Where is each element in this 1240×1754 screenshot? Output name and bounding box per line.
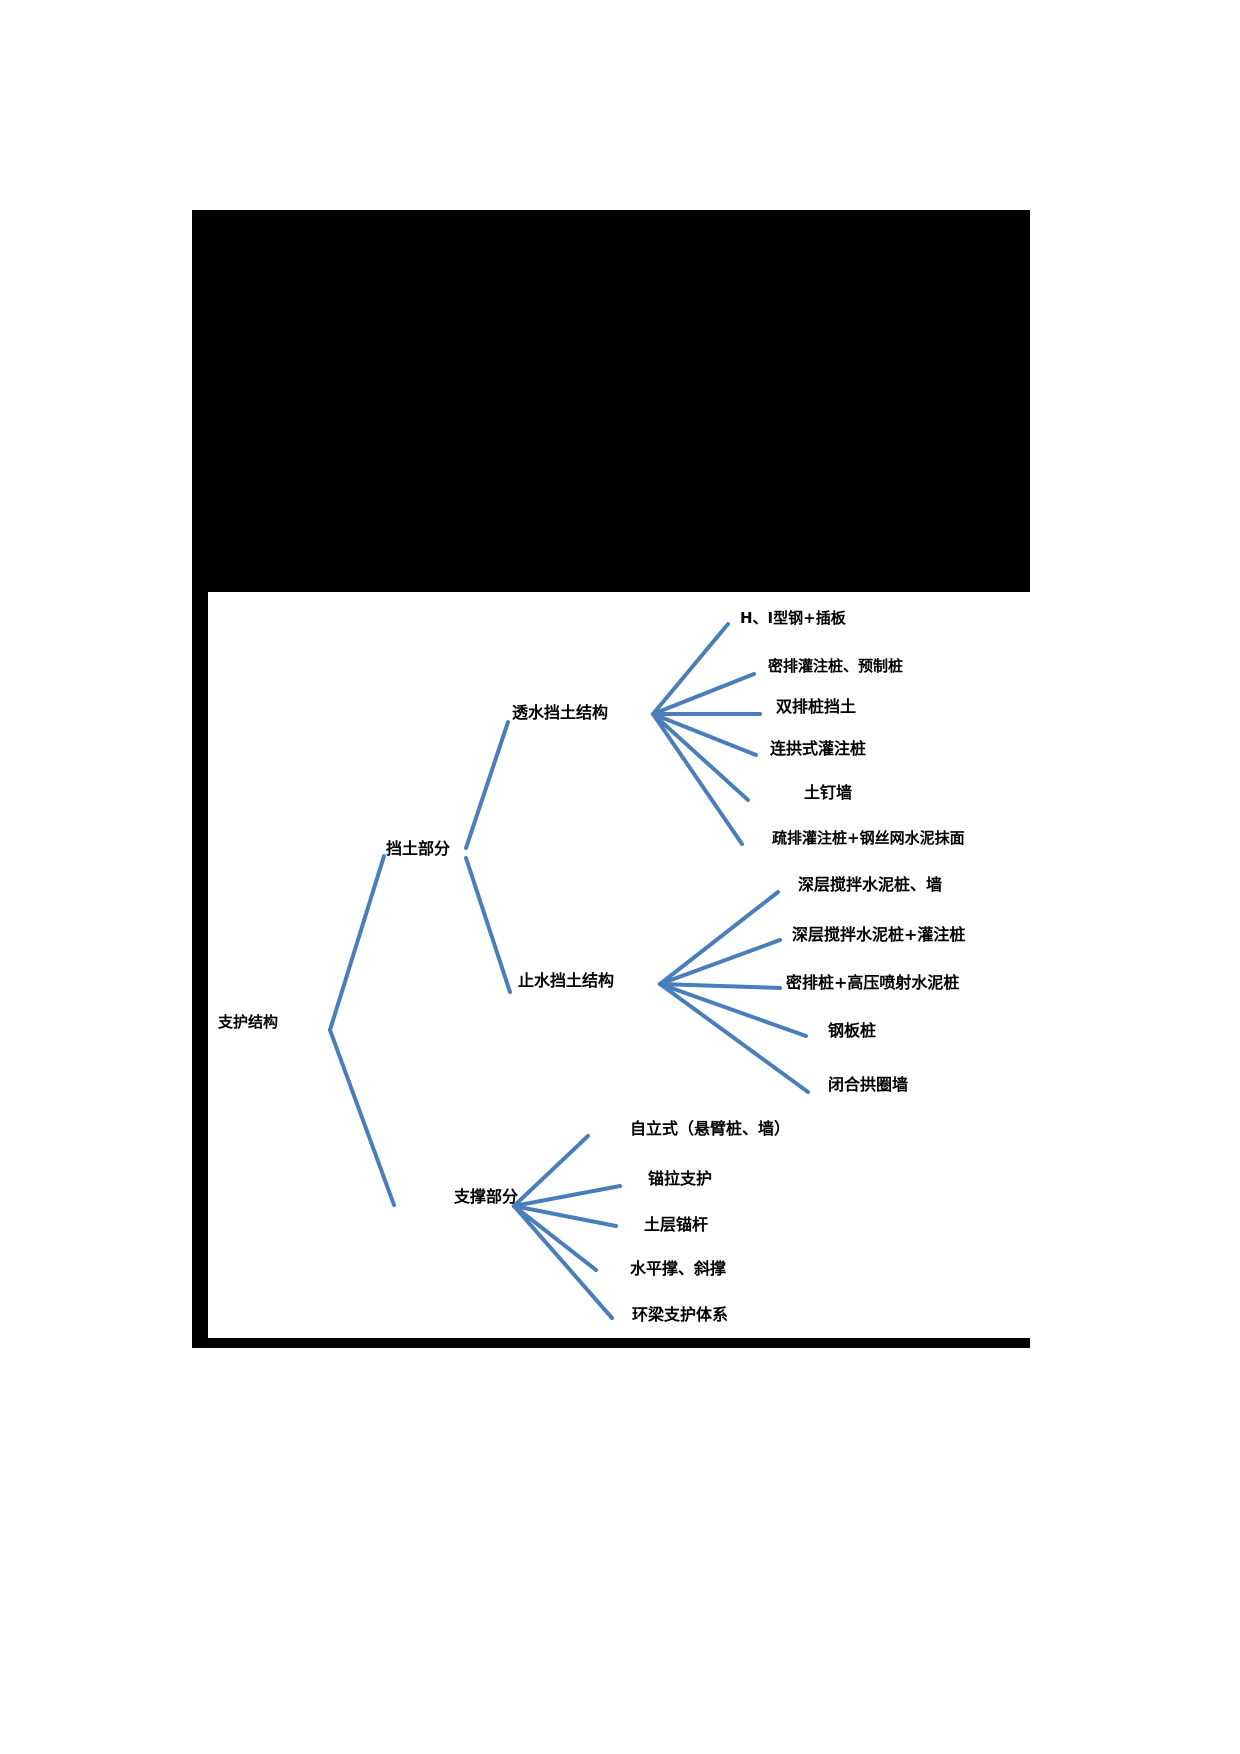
- edge-permeable-leaf-4: [651, 712, 758, 757]
- edge-waterstop-leaf-3: [658, 982, 782, 990]
- leaf-soil-anchor-rod[interactable]: 土层锚杆: [644, 1215, 709, 1234]
- leaf-horizontal-and-inclined-strut[interactable]: 水平撑、斜撑: [630, 1259, 727, 1278]
- leaf-sparse-bored-pile-mesh-cement-plaster[interactable]: 疏排灌注桩+钢丝网水泥抹面: [772, 829, 965, 847]
- leaf-soil-nail-wall[interactable]: 土钉墙: [804, 783, 853, 802]
- edge-waterstop-leaf-2: [658, 938, 782, 986]
- leaf-ring-beam-support-system[interactable]: 环梁支护体系: [632, 1305, 729, 1324]
- node-retaining-part[interactable]: 挡土部分: [386, 839, 451, 858]
- edge-retaining-to-permeable: [464, 720, 510, 850]
- edge-waterstop-leaf-4: [658, 982, 808, 1038]
- leaf-deep-mixing-cement-pile-plus-bored-pile[interactable]: 深层搅拌水泥桩+灌注桩: [792, 925, 966, 944]
- edge-permeable-leaf-2: [651, 672, 756, 716]
- node-permeable-retaining-structure[interactable]: 透水挡土结构: [512, 703, 609, 722]
- edge-support-leaf-1: [512, 1134, 590, 1208]
- edge-permeable-leaf-5: [651, 712, 750, 802]
- tree-diagram-figure: 支护结构 挡土部分 支撑部分 透水挡土结构 止水挡土结构 H、I型钢+插板 密排…: [208, 592, 1030, 1338]
- edge-waterstop-leaf-5: [658, 982, 810, 1094]
- leaf-steel-sheet-pile[interactable]: 钢板桩: [828, 1021, 877, 1040]
- edge-support-leaf-2: [512, 1184, 622, 1208]
- leaf-arched-bored-pile[interactable]: 连拱式灌注桩: [770, 739, 867, 758]
- edge-waterstop-leaf-1: [658, 890, 780, 986]
- leaf-h-i-steel-plus-plank[interactable]: H、I型钢+插板: [740, 609, 846, 627]
- leaf-anchor-support[interactable]: 锚拉支护: [648, 1169, 713, 1188]
- diagram-connector-lines: [328, 622, 810, 1320]
- leaf-cantilever-self-standing[interactable]: 自立式（悬臂桩、墙）: [630, 1119, 791, 1138]
- node-support-part[interactable]: 支撑部分: [454, 1187, 519, 1206]
- edge-retaining-to-waterstop: [464, 856, 512, 994]
- edge-support-leaf-5: [512, 1204, 614, 1320]
- leaf-dense-bored-pile-precast-pile[interactable]: 密排灌注桩、预制桩: [768, 657, 904, 675]
- edge-permeable-leaf-6: [651, 712, 744, 846]
- leaf-dense-pile-plus-jet-grouting-cement-pile[interactable]: 密排桩+高压喷射水泥桩: [786, 973, 960, 992]
- edge-root-to-support: [328, 1028, 396, 1207]
- edge-support-leaf-4: [512, 1204, 598, 1272]
- edge-root-to-retaining: [328, 854, 386, 1032]
- edge-support-leaf-3: [512, 1204, 618, 1228]
- leaf-double-row-pile-retaining[interactable]: 双排桩挡土: [776, 697, 857, 716]
- leaf-deep-mixing-cement-pile-wall[interactable]: 深层搅拌水泥桩、墙: [798, 875, 943, 894]
- node-waterstop-retaining-structure[interactable]: 止水挡土结构: [518, 971, 615, 990]
- edge-permeable-leaf-1: [651, 622, 730, 716]
- leaf-closed-arch-ring-wall[interactable]: 闭合拱圈墙: [828, 1075, 909, 1094]
- node-root-support-structure[interactable]: 支护结构: [218, 1013, 279, 1031]
